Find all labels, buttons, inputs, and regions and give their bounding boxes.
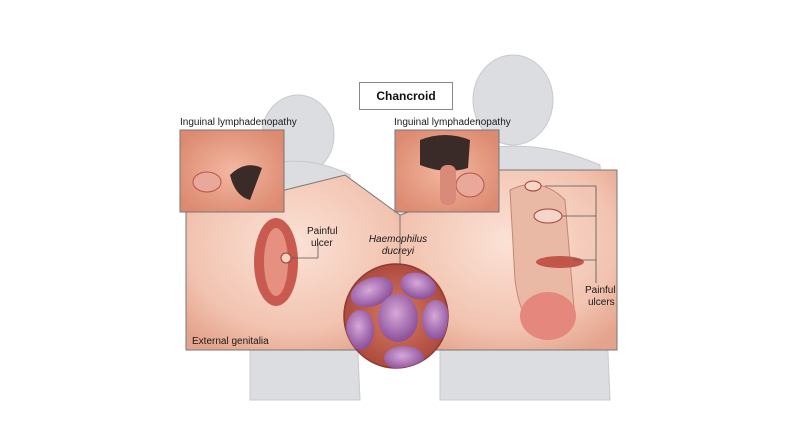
bacterium-cell [346,310,374,350]
bacterium-cell [422,300,448,340]
bacterium-cell [378,294,418,342]
female-inguinal-inset [179,129,285,213]
label-inguinal-female: Inguinal lymphadenopathy [180,117,297,128]
title-box: Chancroid [359,82,453,110]
bacterium-cell [400,272,436,300]
male-genitalia-panel [399,169,618,351]
label-external-genitalia: External genitalia [192,336,269,347]
micrograph-circle [343,263,449,369]
label-painful-ulcer-line2: ulcer [311,238,333,249]
label-painful-ulcers-line1: Painful [585,285,616,296]
label-painful-ulcers-line2: ulcers [588,297,615,308]
diagram-title: Chancroid [376,89,436,103]
label-painful-ulcer-line1: Painful [307,226,338,237]
male-inguinal-inset [394,129,500,213]
ulcer-mark [280,252,292,264]
bacterium-cell [384,346,424,368]
label-inguinal-male: Inguinal lymphadenopathy [394,117,511,128]
bacterium-cell [350,276,394,308]
label-organism-line2: ducreyi [381,246,415,257]
label-organism-line1: Haemophilus [368,234,428,245]
